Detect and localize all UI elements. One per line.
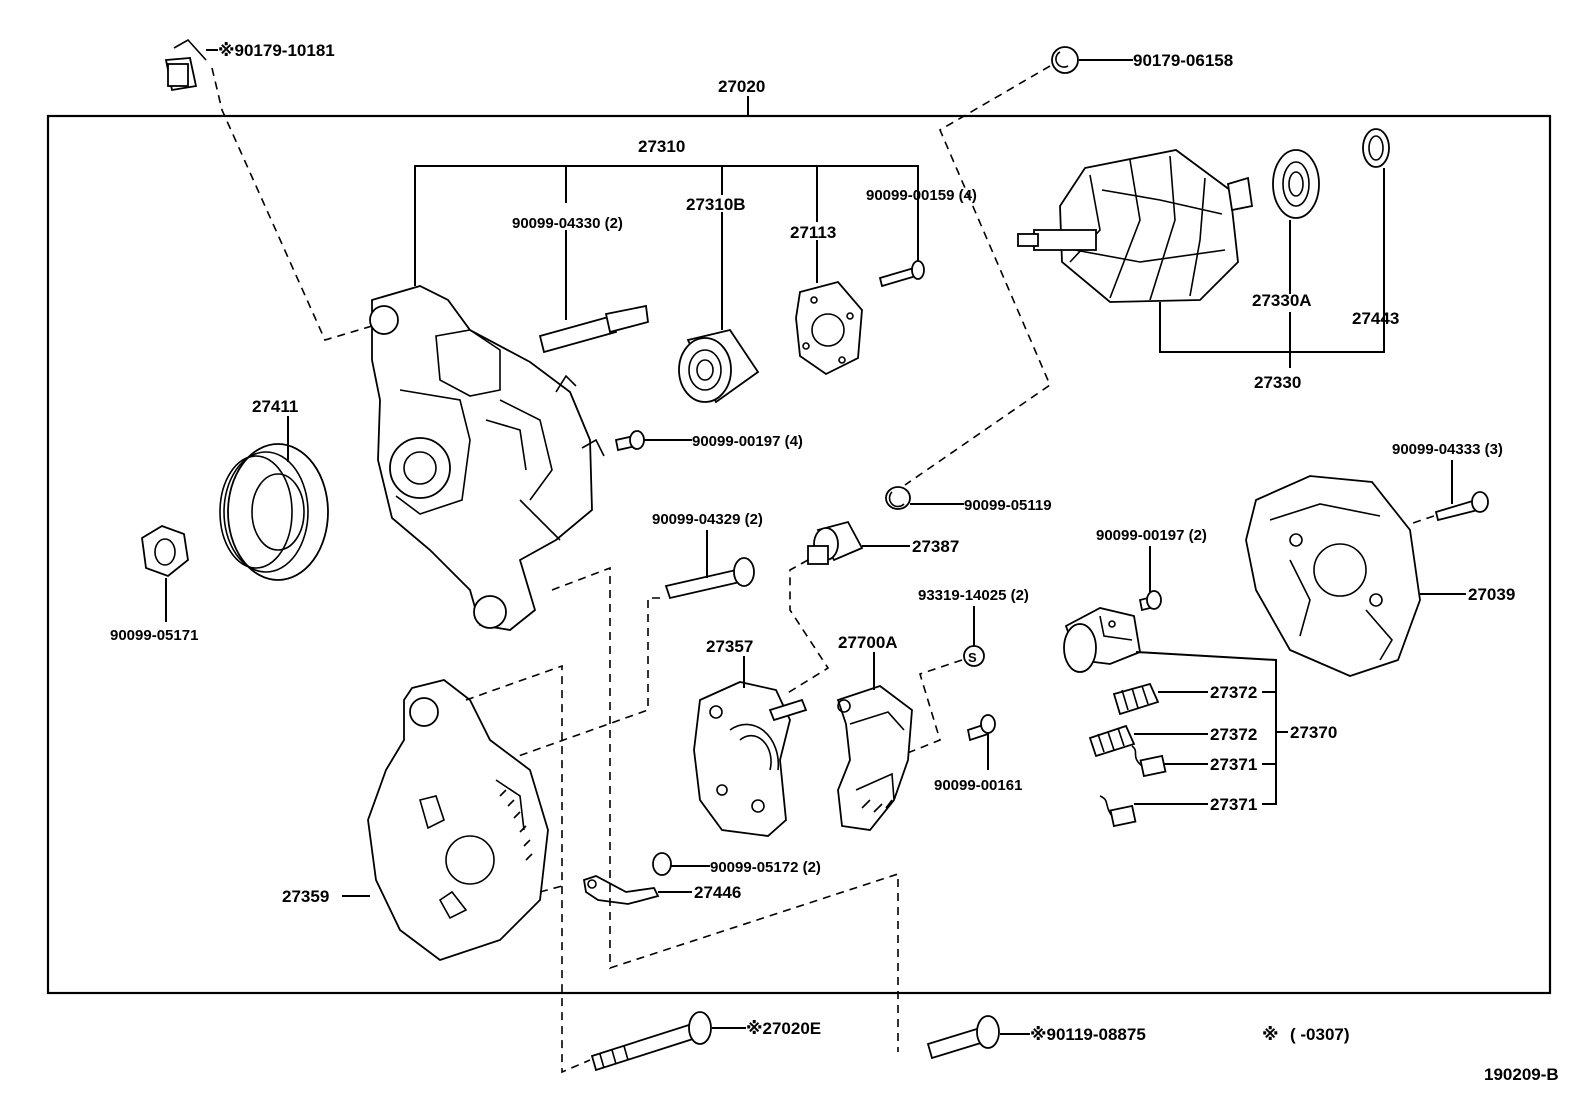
brush-holder-icon <box>1063 607 1142 673</box>
regulator-icon <box>836 684 913 831</box>
label-27700A: 27700A <box>838 633 898 652</box>
label-27310B: 27310B <box>686 195 746 214</box>
label-27387: 27387 <box>912 537 959 556</box>
retainer-plate-icon <box>582 875 660 905</box>
label-90099-00161: 90099-00161 <box>934 777 1022 794</box>
frame-icon <box>367 679 549 962</box>
label-90099-04330: 90099-04330 (2) <box>512 215 623 232</box>
bolt-icon <box>926 1015 1000 1060</box>
bearing-icon <box>1272 149 1320 219</box>
washer-icon <box>1362 128 1390 168</box>
label-90099-00159: 90099-00159 (4) <box>866 187 977 204</box>
bracket-27310 <box>414 165 919 330</box>
spring-icon <box>1088 724 1136 758</box>
label-27357: 27357 <box>706 637 753 656</box>
label-90099-04329: 90099-04329 (2) <box>652 511 763 528</box>
label-27371b: 27371 <box>1210 795 1257 814</box>
rotor-icon <box>1017 149 1254 303</box>
assembly-frame <box>46 114 1552 995</box>
label-27446: 27446 <box>694 883 741 902</box>
cap-icon <box>1051 46 1079 74</box>
label-27370: 27370 <box>1290 723 1337 742</box>
brush-icon <box>1099 795 1137 828</box>
label-27020E: ※27020E <box>746 1019 821 1038</box>
rectifier-icon <box>693 681 808 837</box>
label-27371a: 27371 <box>1210 755 1257 774</box>
label-27113: 27113 <box>790 223 836 242</box>
bolt-icon <box>1138 590 1162 612</box>
bolt-icon <box>664 557 755 600</box>
nut-icon <box>141 525 189 578</box>
label-90179-10181: ※90179-10181 <box>218 41 335 60</box>
brush-icon <box>1131 745 1167 778</box>
bolt-icon <box>538 304 649 354</box>
label-27372b: 27372 <box>1210 725 1257 744</box>
bolt-icon <box>590 1011 712 1072</box>
label-27039: 27039 <box>1468 585 1515 604</box>
label-27330A: 27330A <box>1252 291 1312 310</box>
spring-icon <box>1112 682 1160 716</box>
legend-range: ( -0307) <box>1290 1025 1350 1044</box>
svg-text:S: S <box>968 650 977 665</box>
label-27372a: 27372 <box>1210 683 1257 702</box>
label-27020: 27020 <box>718 77 765 96</box>
label-90099-04333: 90099-04333 (3) <box>1392 441 1503 458</box>
alternator-housing-icon <box>369 285 605 631</box>
bolt-icon <box>1434 491 1489 522</box>
label-90099-00197a: 90099-00197 (4) <box>692 433 803 450</box>
label-90099-05119: 90099-05119 <box>964 497 1052 514</box>
terminal-insulator-icon <box>164 38 207 92</box>
label-27443: 27443 <box>1352 309 1399 328</box>
bolt-icon <box>614 430 645 452</box>
label-27359: 27359 <box>282 887 329 906</box>
washer-icon <box>885 486 911 510</box>
legend-mark: ※ <box>1262 1025 1279 1044</box>
diagram-id: 190209-B <box>1484 1065 1559 1084</box>
label-90099-00197b: 90099-00197 (2) <box>1096 527 1207 544</box>
bolt-icon <box>966 714 996 742</box>
label-93319-14025: 93319-14025 (2) <box>918 587 1029 604</box>
label-90119-08875: ※90119-08875 <box>1030 1025 1146 1044</box>
bearing-icon <box>678 328 760 404</box>
retainer-plate-icon <box>795 280 863 376</box>
nut-icon: S <box>963 645 985 667</box>
label-90179-06158: 90179-06158 <box>1133 51 1233 70</box>
terminal-insulator-icon <box>807 520 864 565</box>
label-90099-05172: 90099-05172 (2) <box>710 859 821 876</box>
label-90099-05171: 90099-05171 <box>110 627 198 644</box>
label-27330: 27330 <box>1254 373 1301 392</box>
label-27411: 27411 <box>252 397 298 416</box>
label-27310: 27310 <box>638 137 685 156</box>
pulley-icon <box>219 443 329 581</box>
rear-cover-icon <box>1245 475 1421 677</box>
nut-icon <box>652 852 672 876</box>
bolt-icon <box>878 260 925 288</box>
